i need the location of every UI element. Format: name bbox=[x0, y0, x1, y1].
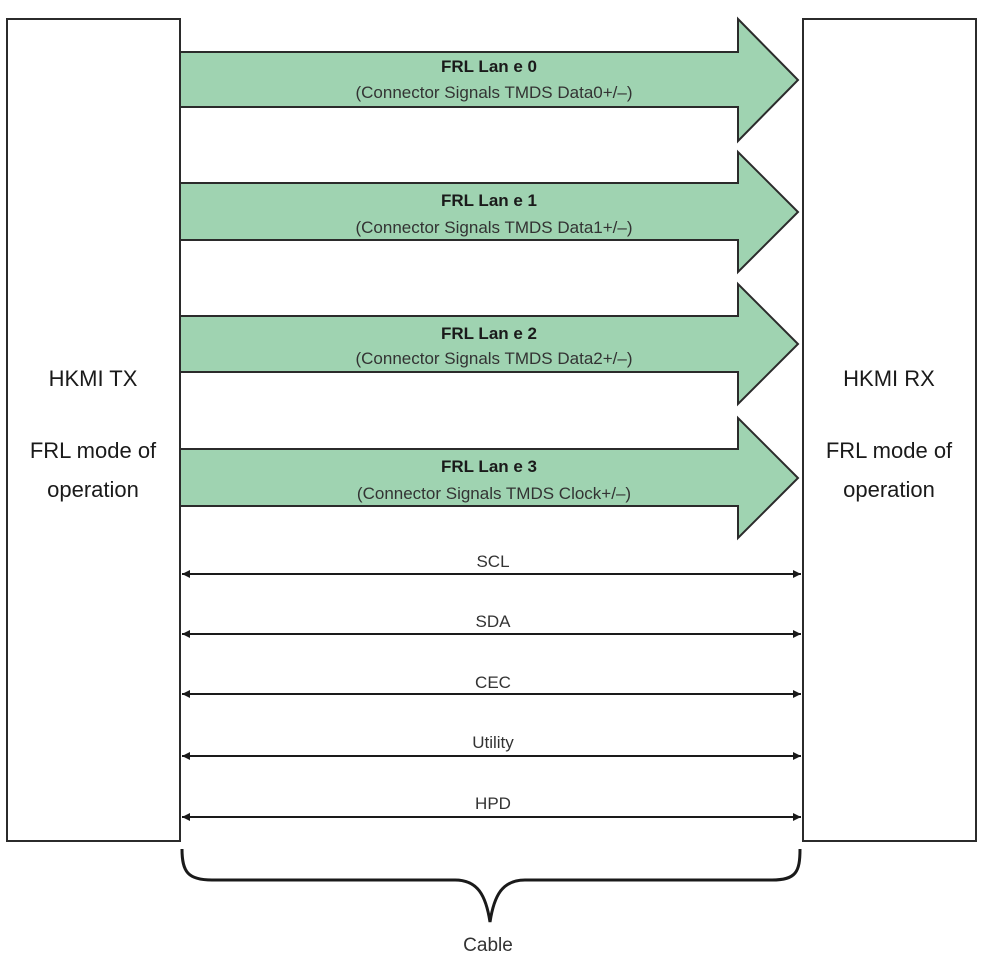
signal-label: Utility bbox=[472, 733, 514, 752]
lane-arrow bbox=[179, 149, 800, 275]
cable-brace bbox=[180, 848, 802, 923]
lane-title: FRL Lan e 3 bbox=[441, 457, 537, 476]
signal-hpd: HPD bbox=[182, 794, 801, 821]
lane-subtitle: (Connector Signals TMDS Data2+/–) bbox=[355, 349, 632, 368]
rx-title: HKMI RX bbox=[843, 366, 935, 391]
signal-label: SDA bbox=[476, 612, 512, 631]
lane-3: FRL Lan e 3 (Connector Signals TMDS Cloc… bbox=[179, 415, 800, 541]
tx-mode-line1: FRL mode of bbox=[30, 438, 157, 463]
signal-scl: SCL bbox=[182, 552, 801, 578]
tx-mode-line2: operation bbox=[47, 477, 139, 502]
lane-1: FRL Lan e 1 (Connector Signals TMDS Data… bbox=[179, 149, 800, 275]
signal-label: SCL bbox=[476, 552, 509, 571]
lane-2: FRL Lan e 2 (Connector Signals TMDS Data… bbox=[179, 281, 800, 407]
signal-utility: Utility bbox=[182, 733, 801, 760]
tx-title: HKMI TX bbox=[49, 366, 138, 391]
signal-sda: SDA bbox=[182, 612, 801, 638]
tx-block bbox=[6, 18, 181, 842]
lane-0: FRL Lan e 0 (Connector Signals TMDS Data… bbox=[179, 16, 800, 144]
lane-subtitle: (Connector Signals TMDS Data1+/–) bbox=[355, 218, 632, 237]
lane-title: FRL Lan e 1 bbox=[441, 191, 537, 210]
rx-block bbox=[802, 18, 977, 842]
lane-arrow bbox=[179, 281, 800, 407]
signal-cec: CEC bbox=[182, 673, 801, 698]
signal-label: CEC bbox=[475, 673, 511, 692]
rx-mode-line1: FRL mode of bbox=[826, 438, 953, 463]
cable-label: Cable bbox=[463, 935, 513, 956]
lane-arrow bbox=[179, 415, 800, 541]
signal-label: HPD bbox=[475, 794, 511, 813]
lane-title: FRL Lan e 2 bbox=[441, 324, 537, 343]
lane-subtitle: (Connector Signals TMDS Clock+/–) bbox=[357, 484, 631, 503]
lane-title: FRL Lan e 0 bbox=[441, 57, 537, 76]
rx-mode-line2: operation bbox=[843, 477, 935, 502]
lane-subtitle: (Connector Signals TMDS Data0+/–) bbox=[355, 83, 632, 102]
lane-arrow bbox=[179, 16, 800, 144]
